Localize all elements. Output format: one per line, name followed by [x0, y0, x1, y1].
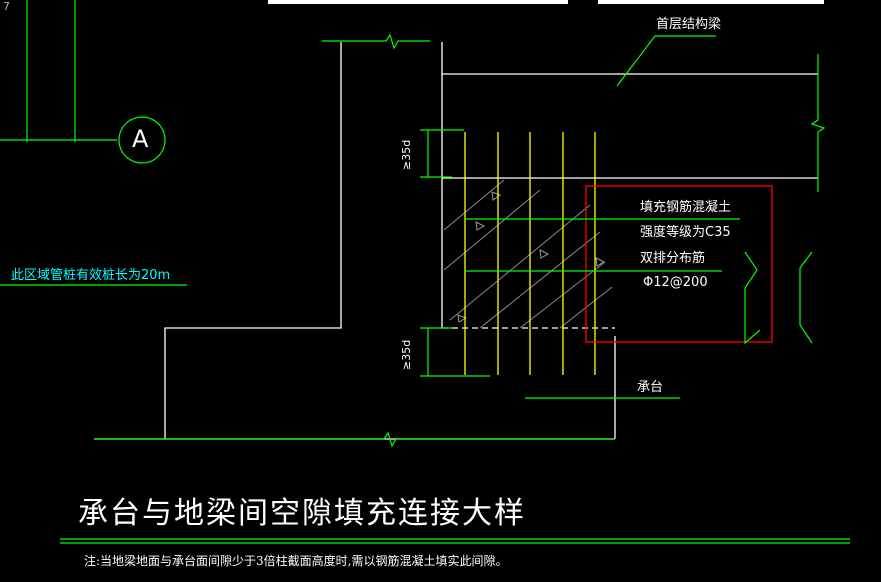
drawing-note: 注:当地梁地面与承台面间隙少于3倍柱截面高度时,需以钢筋混凝土填实此间隙。 [84, 554, 508, 568]
annotations [0, 0, 850, 544]
fill-label-2: 强度等级为C35 [640, 225, 731, 240]
dimension-bottom: ≥35d [400, 339, 413, 370]
top-strip-right [598, 0, 824, 4]
vertical-rebars [464, 132, 596, 375]
pile-cap-label: 承台 [637, 380, 664, 395]
fill-label-1: 填充钢筋混凝土 [640, 200, 732, 215]
aggregate-marks [457, 191, 606, 323]
grid-axis-label: A [132, 125, 149, 153]
top-strip-left [268, 0, 568, 4]
concrete-hatch [443, 179, 613, 329]
drawing-title: 承台与地梁间空隙填充连接大样 [78, 496, 526, 531]
dimension-top: ≥35d [400, 139, 413, 170]
break-lines [94, 33, 826, 448]
beam-label: 首层结构梁 [656, 17, 722, 32]
structure-outline [94, 42, 818, 440]
highlight-box [585, 185, 773, 343]
pile-note-label: 此区域管桩有效桩长为20m [11, 268, 171, 283]
fill-label-4: Φ12@200 [643, 275, 708, 290]
corner-mark: 7 [3, 0, 10, 13]
fill-label-3: 双排分布筋 [640, 251, 706, 266]
